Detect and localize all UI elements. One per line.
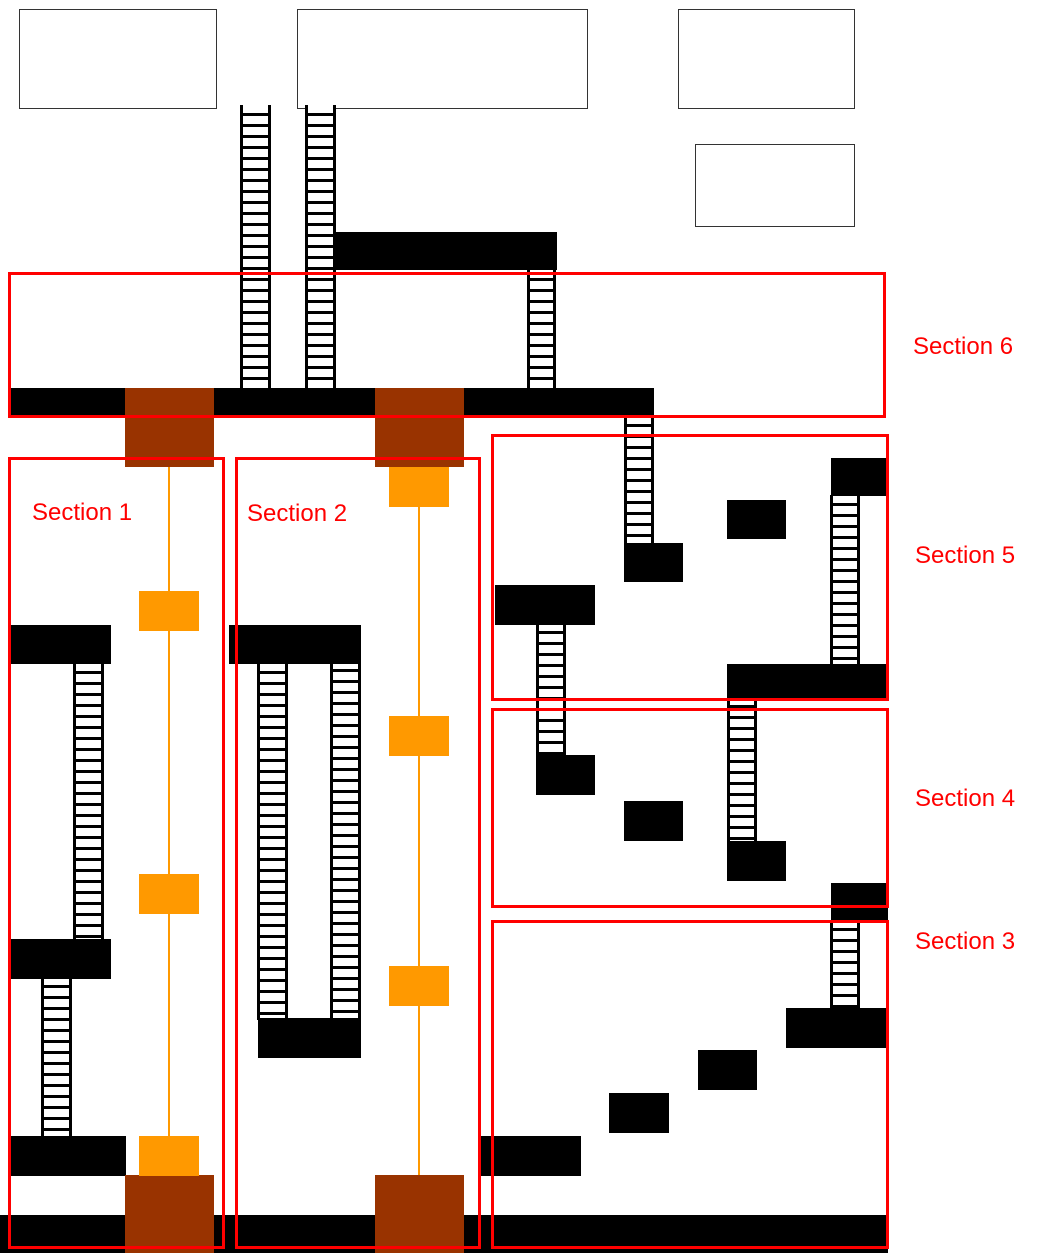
orange-elevator-lift: [139, 591, 199, 631]
hud-panel-center: [297, 9, 588, 109]
section-label: Section 6: [913, 333, 1013, 361]
ladder: [727, 697, 757, 844]
black-platform: [786, 1008, 888, 1048]
black-platform: [624, 801, 683, 841]
ladder: [305, 105, 336, 390]
orange-elevator-lift: [389, 966, 449, 1006]
ladder: [41, 977, 72, 1137]
section-label: Section 4: [915, 785, 1015, 813]
section-label: Section 3: [915, 928, 1015, 956]
ladder: [527, 270, 556, 390]
elevator-rail: [168, 467, 170, 1177]
black-platform: [229, 625, 361, 664]
section-label: Section 5: [915, 542, 1015, 570]
black-platform: [727, 841, 786, 881]
ladder: [330, 650, 361, 1020]
ladder: [536, 623, 566, 758]
hud-panel-right: [678, 9, 855, 109]
section-label: Section 2: [247, 500, 347, 528]
orange-elevator-lift: [139, 874, 199, 914]
ladder: [830, 495, 860, 667]
section-label: Section 1: [32, 499, 132, 527]
ladder: [240, 105, 271, 390]
orange-elevator-lift: [389, 716, 449, 756]
black-platform: [831, 883, 888, 921]
black-platform: [495, 585, 595, 625]
brown-elevator-block: [125, 1175, 214, 1253]
black-platform: [831, 458, 886, 496]
hud-panel-left: [19, 9, 217, 109]
black-platform: [536, 755, 595, 795]
brown-elevator-block: [375, 1175, 464, 1253]
ladder: [830, 920, 860, 1010]
ladder: [257, 663, 288, 1020]
hud-panel-small: [695, 144, 855, 227]
black-platform: [8, 1136, 126, 1176]
black-platform: [336, 232, 557, 270]
black-platform: [624, 543, 683, 582]
black-platform: [8, 388, 654, 418]
ladder: [73, 663, 104, 941]
orange-elevator-lift: [139, 1136, 199, 1176]
orange-elevator-lift: [389, 467, 449, 507]
black-platform: [609, 1093, 669, 1133]
black-platform: [727, 664, 886, 699]
black-platform: [8, 939, 111, 979]
ladder: [624, 405, 654, 545]
black-platform: [8, 625, 111, 664]
elevator-rail: [418, 467, 420, 1177]
brown-elevator-block: [375, 388, 464, 467]
black-platform: [478, 1136, 581, 1176]
black-platform: [258, 1018, 361, 1058]
black-platform: [698, 1050, 757, 1090]
black-platform: [727, 500, 786, 539]
brown-elevator-block: [125, 388, 214, 467]
